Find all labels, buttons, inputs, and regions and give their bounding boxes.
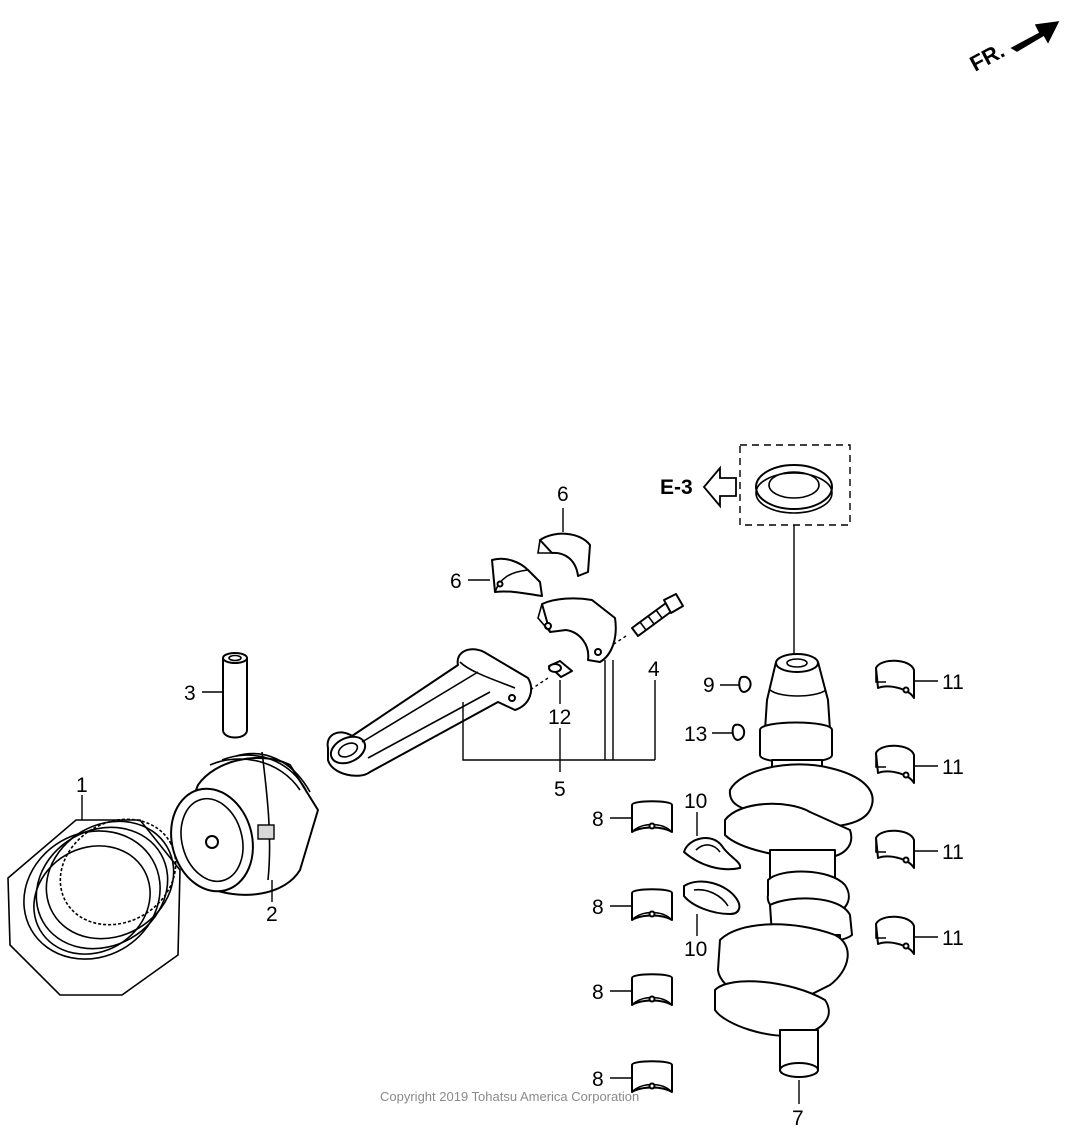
callout-connecting-rod-assembly: 5 xyxy=(554,778,566,801)
main-bearing-11-c: 11 xyxy=(875,829,964,869)
rod-bolt: 4 xyxy=(613,593,684,760)
callout-main-bearing-b: 11 xyxy=(942,756,964,779)
connecting-rod-assembly-leader: 5 xyxy=(462,660,655,801)
callout-thrust-washer-upper: 10 xyxy=(684,790,707,813)
e3-reference: E-3 xyxy=(660,444,851,655)
callout-crankshaft: 7 xyxy=(792,1107,804,1130)
fr-label: FR. xyxy=(966,38,1009,77)
crankshaft: 7 xyxy=(714,653,874,1130)
callout-piston: 2 xyxy=(266,903,278,926)
callout-main-bearing-1: 8 xyxy=(592,808,604,831)
callout-piston-pin: 3 xyxy=(184,682,196,705)
callout-piston-ring-set: 1 xyxy=(76,774,88,797)
forward-arrow-icon xyxy=(1010,21,1060,52)
main-bearing-8-2: 8 xyxy=(592,888,673,921)
callout-main-bearing-a: 11 xyxy=(942,671,964,694)
rod-cap xyxy=(537,597,617,663)
callout-main-bearing-c: 11 xyxy=(942,841,964,864)
main-bearing-8-4: 8 xyxy=(592,1060,673,1093)
piston-pin: 3 xyxy=(184,652,248,739)
piston-ring-set: 1 xyxy=(7,774,181,996)
callout-main-bearing-3: 8 xyxy=(592,981,604,1004)
callout-woodruff-key: 13 xyxy=(684,723,707,746)
ring-set-outline xyxy=(7,819,181,996)
woodruff-key: 13 xyxy=(684,723,746,746)
main-bearing-11-d: 11 xyxy=(875,915,964,955)
main-bearing-8-1: 8 xyxy=(592,800,673,833)
reference-arrow-icon xyxy=(702,465,737,509)
main-bearing-8-3: 8 xyxy=(592,973,673,1006)
piston: 2 xyxy=(170,751,319,926)
callout-main-bearing-d: 11 xyxy=(942,927,964,950)
seal-dashed-box xyxy=(739,444,851,526)
main-bearing-11-b: 11 xyxy=(875,744,964,784)
key: 9 xyxy=(703,674,752,697)
reference-label: E-3 xyxy=(660,476,693,499)
callout-key: 9 xyxy=(703,674,715,697)
callout-rod-bolt: 4 xyxy=(648,658,660,681)
callout-rod-bearing-upper: 6 xyxy=(557,483,569,506)
connecting-rod xyxy=(326,648,533,777)
copyright-text: Copyright 2019 Tohatsu America Corporati… xyxy=(380,1089,639,1104)
thrust-washer-lower: 10 xyxy=(683,880,741,961)
rod-bearing-lower: 6 xyxy=(450,557,543,597)
orientation-marker: FR. xyxy=(966,21,1060,77)
callout-main-bearing-4: 8 xyxy=(592,1068,604,1091)
dowel-pin: 12 xyxy=(529,660,573,729)
main-bearing-11-a: 11 xyxy=(875,659,964,699)
callout-thrust-washer-lower: 10 xyxy=(684,938,707,961)
callout-dowel-pin: 12 xyxy=(548,706,571,729)
callout-rod-bearing-lower: 6 xyxy=(450,570,462,593)
rod-bearing-upper: 6 xyxy=(537,483,591,577)
callout-main-bearing-2: 8 xyxy=(592,896,604,919)
thrust-washer-upper: 10 xyxy=(683,790,742,871)
